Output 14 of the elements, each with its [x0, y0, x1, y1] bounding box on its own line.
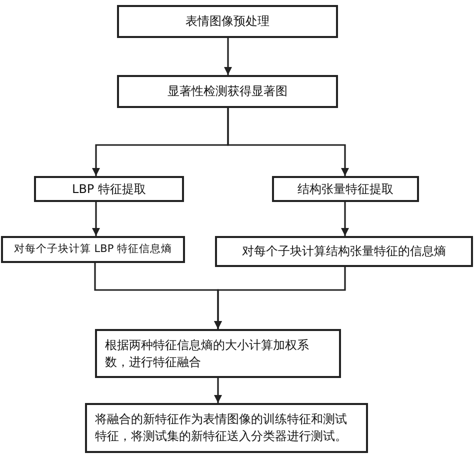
process-box: 显著性检测获得显著图	[117, 75, 338, 108]
arrow	[224, 38, 232, 75]
process-box: LBP 特征提取	[34, 176, 184, 202]
process-box: 表情图像预处理	[117, 5, 338, 38]
process-box: 对每个子块计算结构张量特征的信息熵	[215, 236, 473, 267]
process-box: 将融合的新特征作为表情图像的训练特征和测试特征，将测试集的新特征送入分类器进行测试。	[85, 403, 368, 453]
process-box: 结构张量特征提取	[272, 176, 419, 202]
arrow	[214, 267, 346, 329]
arrow	[92, 202, 100, 236]
process-box: 对每个子块计算 LBP 特征信息熵	[1, 236, 185, 263]
process-box: 根据两种特征信息熵的大小计算加权系数，进行特征融合	[95, 329, 341, 378]
arrow	[341, 202, 349, 236]
arrow	[227, 108, 349, 176]
arrow	[214, 378, 222, 403]
